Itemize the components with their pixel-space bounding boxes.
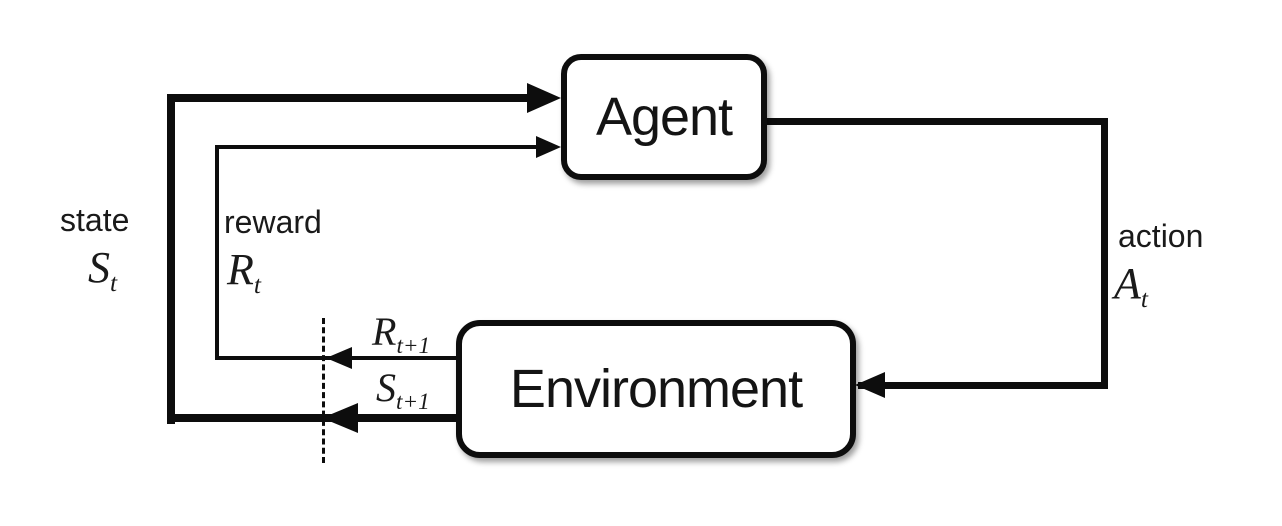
action-word-label: action (1118, 218, 1204, 254)
state-line-bottom-horizontal (167, 414, 458, 422)
reward-line-vertical (215, 145, 219, 360)
state-line-vertical (167, 94, 175, 424)
reward-symbol-label: Rt (227, 245, 261, 299)
agent-box: Agent (561, 54, 767, 180)
agent-box-label: Agent (595, 87, 733, 147)
reward-word-label: reward (224, 204, 322, 240)
time-step-boundary-dashed-line (322, 318, 325, 463)
action-symbol-label: At (1114, 259, 1148, 313)
environment-box: Environment (456, 320, 856, 458)
state-into-agent-arrowhead-icon (527, 83, 561, 113)
state-line-top-horizontal (167, 94, 530, 102)
next-reward-arrowhead-icon (326, 347, 352, 369)
action-line-vertical (1101, 118, 1108, 389)
next-reward-symbol-label: Rt+1 (372, 309, 431, 360)
next-state-arrowhead-icon (322, 403, 358, 433)
next-state-symbol-label: St+1 (376, 365, 430, 416)
environment-box-label: Environment (509, 359, 803, 419)
state-symbol-label: St (88, 243, 118, 297)
reward-into-agent-arrowhead-icon (536, 136, 561, 158)
state-word-label: state (60, 202, 130, 238)
action-line-top-horizontal (765, 118, 1108, 125)
action-into-environment-arrowhead-icon (855, 372, 885, 398)
action-line-bottom-horizontal (858, 382, 1108, 389)
reward-line-top-horizontal (215, 145, 540, 149)
